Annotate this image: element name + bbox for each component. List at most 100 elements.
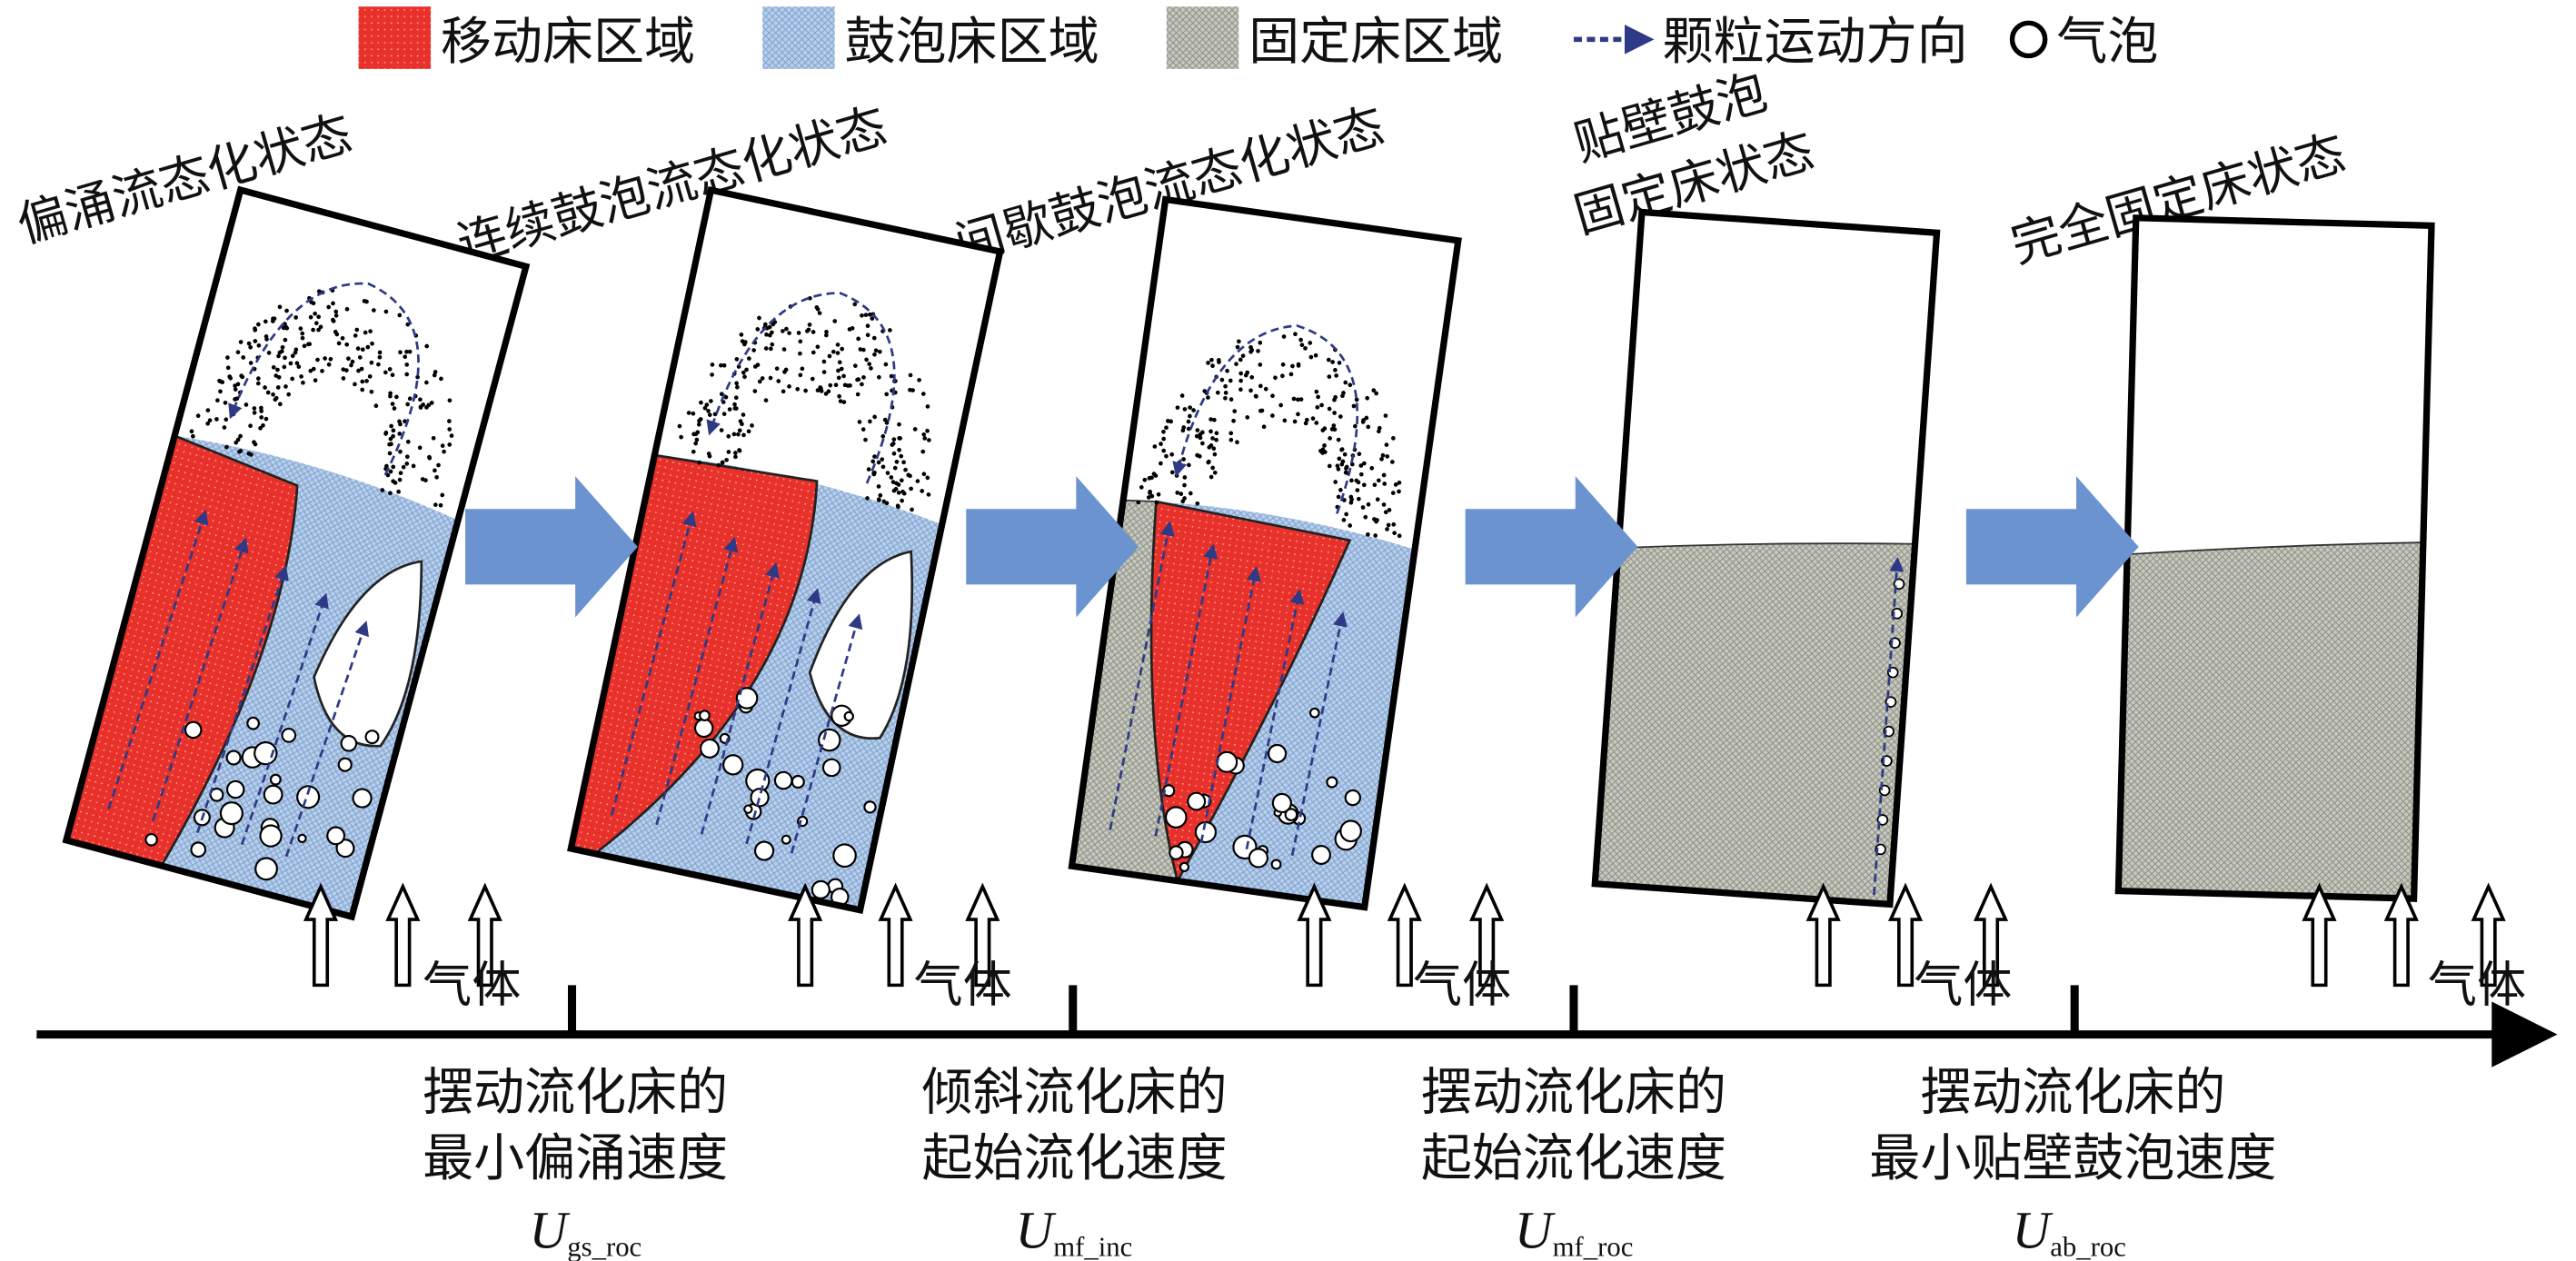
bed-state-3	[1068, 195, 1462, 911]
bubble-icon	[263, 784, 283, 805]
threshold-1-symbol: Ugs_roc	[530, 1201, 642, 1261]
particle-direction-arrow	[152, 537, 249, 822]
bubble-icon	[843, 710, 855, 722]
bubble-icon	[1179, 861, 1190, 872]
threshold-3: 摆动流化床的 起始流化速度 Umf_roc	[1421, 1064, 1726, 1261]
bubble-icon	[832, 843, 857, 869]
threshold-3-line1: 摆动流化床的	[1421, 1064, 1726, 1123]
bubble-icon	[259, 824, 283, 848]
bubble-icon	[326, 826, 346, 846]
bubble-icon	[1162, 784, 1176, 798]
legend-bubbling-label: 鼓泡床区域	[845, 13, 1099, 72]
particle-direction-arrow	[1154, 543, 1218, 837]
legend-particle-direction-label: 颗粒运动方向	[1663, 13, 1968, 72]
gas-label-5: 气体	[2428, 956, 2526, 1013]
bubble-icon	[1311, 845, 1331, 865]
transition-arrow-1	[465, 476, 638, 618]
gas-label-4: 气体	[1914, 956, 2012, 1013]
bubble-icon	[1194, 820, 1218, 844]
threshold-2-line1: 倾斜流化床的	[921, 1064, 1227, 1123]
threshold-1-line1: 摆动流化床的	[423, 1064, 728, 1123]
bubble-icon	[1326, 776, 1338, 789]
bubble-icon	[254, 740, 278, 766]
particle-direction-arrow	[228, 282, 420, 476]
particle-direction-arrow	[1245, 589, 1305, 849]
gas-inlet-arrow-icon	[467, 882, 502, 988]
particle-direction-arrow	[706, 292, 896, 484]
legend-swatch-fixed	[1166, 6, 1239, 69]
bubble-icon	[1344, 789, 1362, 807]
gas-label-1: 气体	[423, 956, 521, 1013]
bubble-icon	[773, 770, 793, 790]
bubble-icon	[225, 750, 242, 766]
particle-direction-arrow	[745, 588, 821, 845]
bubble-icon	[743, 804, 753, 814]
threshold-4-symbol: Uab_roc	[2013, 1201, 2126, 1261]
bubble-icon	[1268, 743, 1288, 764]
gas-inlet-arrow-icon	[2302, 882, 2337, 988]
particle-direction-arrow	[240, 592, 329, 846]
fixed-region	[1594, 542, 1916, 906]
transition-arrows	[465, 476, 2139, 618]
bubble-icon	[1169, 845, 1184, 860]
gas-inlet-arrow-icon	[303, 882, 339, 988]
bubble-icon	[821, 758, 841, 778]
gas-inlet-arrow-icon	[1297, 882, 1332, 988]
bubble-icon	[1308, 707, 1320, 719]
threshold-2-line2: 起始流化速度	[921, 1129, 1227, 1188]
bubble-icon	[254, 857, 278, 881]
particle-direction-arrow	[1172, 324, 1359, 514]
gas-inlet-arrow-icon	[1387, 882, 1422, 988]
bed-state-1	[62, 185, 531, 921]
threshold-3-line2: 起始流化速度	[1421, 1129, 1726, 1188]
gas-cavity	[313, 560, 423, 748]
bubble-icon	[722, 754, 744, 776]
bubble-icon	[281, 727, 297, 743]
threshold-3-symbol: Umf_roc	[1515, 1201, 1633, 1261]
bubble-icon	[219, 801, 244, 826]
gas-inlet-arrow-icon	[1887, 882, 1924, 988]
bed-state-5	[2114, 214, 2435, 902]
gas-inlet-arrow-icon	[965, 882, 1000, 988]
legend-swatch-bubbling	[762, 6, 835, 69]
bubble-icon	[184, 720, 203, 740]
legend: 移动床区域 鼓泡床区域 固定床区域 颗粒运动方向 气泡	[358, 6, 2158, 72]
bubble-icon	[1248, 848, 1269, 869]
bubble-icon	[699, 710, 711, 721]
gas-inlet-arrow-icon	[1805, 882, 1841, 988]
bubble-icon	[1271, 792, 1292, 814]
bubble-icon	[753, 840, 775, 861]
bubble-icon	[225, 779, 245, 799]
bubble-icon	[1165, 806, 1188, 829]
fixed-region	[2117, 541, 2424, 900]
gas-inlet-arrow-icon	[878, 882, 913, 988]
moving-region	[569, 453, 819, 856]
bubble-icon	[297, 833, 307, 844]
bubble-icon	[699, 738, 720, 759]
legend-bubble-icon	[2009, 20, 2048, 59]
transition-arrow-4	[1965, 476, 2139, 618]
threshold-4: 摆动流化床的 最小贴壁鼓泡速度 Uab_roc	[1869, 1064, 2276, 1261]
gas-inlet-arrow-icon	[2471, 882, 2506, 988]
bubble-icon	[335, 839, 355, 859]
bubble-icon	[269, 773, 282, 786]
legend-swatch-moving	[358, 6, 432, 69]
bubble-icon	[352, 788, 373, 809]
gas-inlet-arrow-icon	[1469, 882, 1505, 988]
bed-container	[567, 185, 1004, 914]
particle-direction-arrow	[195, 565, 289, 834]
transition-arrow-2	[966, 476, 1139, 618]
particle-direction-arrow	[1290, 611, 1348, 857]
particle-direction-arrow	[700, 562, 780, 835]
bubble-icon	[364, 730, 380, 745]
particle-direction-arrow	[1873, 556, 1905, 896]
bed-state-2	[567, 185, 1004, 914]
threshold-2-symbol: Umf_inc	[1015, 1201, 1132, 1261]
transition-arrow-3	[1465, 476, 1638, 618]
bubble-icon	[781, 834, 791, 845]
bed-state-4	[1591, 208, 1941, 909]
bed-container	[62, 185, 531, 921]
gas-label-2: 气体	[913, 956, 1011, 1013]
bubble-icon	[1284, 808, 1298, 822]
legend-fixed-label: 固定床区域	[1248, 13, 1503, 72]
